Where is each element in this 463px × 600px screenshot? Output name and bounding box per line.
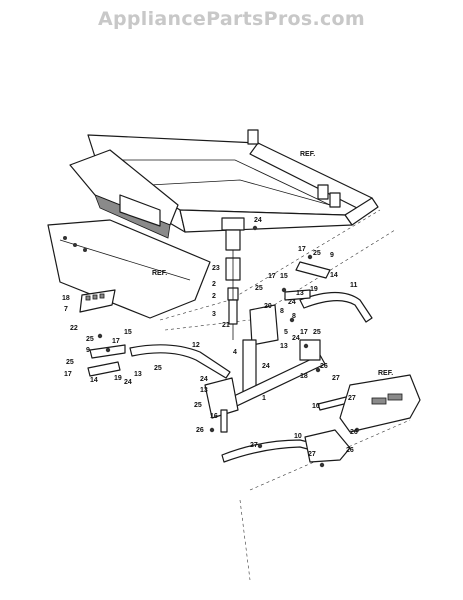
callout-23: 23	[212, 265, 220, 272]
callout-ref: REF.	[152, 270, 167, 277]
callout-27: 27	[308, 451, 316, 458]
callout-14: 14	[330, 272, 338, 279]
callout-26: 26	[196, 427, 204, 434]
front-hanger-lower	[304, 429, 351, 463]
callout-15: 15	[280, 273, 288, 280]
hardware	[97, 225, 360, 468]
callout-8: 8	[292, 313, 296, 320]
callout-24: 24	[254, 217, 262, 224]
callout-17: 17	[268, 273, 276, 280]
front-hanger-18	[339, 374, 421, 433]
deck-side-plate	[47, 219, 211, 319]
callout-27: 27	[332, 375, 340, 382]
callout-labels: REF. REF. REF. 24 17 25 9 23 17 15 14 2 …	[62, 151, 393, 458]
callout-10: 10	[312, 403, 320, 410]
callout-25: 25	[154, 365, 162, 372]
callout-25: 25	[313, 250, 321, 257]
callout-1: 1	[262, 395, 266, 402]
pivot-assembly	[225, 250, 279, 346]
main-frame	[69, 129, 379, 251]
rod-12	[129, 344, 231, 379]
callout-24: 24	[124, 379, 132, 386]
callout-26: 26	[350, 429, 358, 436]
callout-17: 17	[298, 246, 306, 253]
callout-24: 24	[292, 335, 300, 342]
callout-13: 13	[200, 387, 208, 394]
callout-12: 12	[192, 342, 200, 349]
callout-25: 25	[313, 329, 321, 336]
callout-24: 24	[200, 376, 208, 383]
callout-22: 22	[70, 325, 78, 332]
callout-26: 26	[320, 363, 328, 370]
callout-13: 13	[134, 371, 142, 378]
callout-20: 20	[264, 303, 272, 310]
callout-ref: REF.	[378, 370, 393, 377]
callout-26: 26	[346, 447, 354, 454]
callout-9: 9	[86, 347, 90, 354]
callout-4: 4	[233, 349, 237, 356]
callout-27: 27	[348, 395, 356, 402]
callout-21: 21	[222, 322, 230, 329]
callout-13: 13	[280, 343, 288, 350]
callout-5: 5	[284, 329, 288, 336]
callout-18: 18	[300, 373, 308, 380]
callout-18: 18	[62, 295, 70, 302]
callout-9: 9	[330, 252, 334, 259]
site-watermark: AppliancePartsPros.com	[97, 8, 365, 30]
callout-24: 24	[288, 299, 296, 306]
bracket-18	[79, 289, 116, 313]
callout-19: 19	[114, 375, 122, 382]
callout-11: 11	[350, 282, 358, 289]
callout-3: 3	[212, 311, 216, 318]
callout-25: 25	[66, 359, 74, 366]
callout-2: 2	[212, 281, 216, 288]
pin-16	[220, 409, 228, 433]
callout-8: 8	[280, 308, 284, 315]
callout-17: 17	[300, 329, 308, 336]
callout-14: 14	[90, 377, 98, 384]
rod-11	[299, 291, 373, 323]
callout-15: 15	[124, 329, 132, 336]
callout-16: 16	[210, 413, 218, 420]
callout-24: 24	[262, 363, 270, 370]
callout-13: 13	[296, 290, 304, 297]
callout-ref: REF.	[300, 151, 315, 158]
callout-25: 25	[86, 336, 94, 343]
callout-25: 25	[194, 402, 202, 409]
callout-7: 7	[64, 306, 68, 313]
callout-2: 2	[212, 293, 216, 300]
callout-19: 19	[310, 286, 318, 293]
callout-17: 17	[112, 338, 120, 345]
link-bracket-14	[284, 261, 331, 301]
callout-25: 25	[255, 285, 263, 292]
callout-17: 17	[64, 371, 72, 378]
callout-27: 27	[250, 442, 258, 449]
callout-10: 10	[294, 433, 302, 440]
